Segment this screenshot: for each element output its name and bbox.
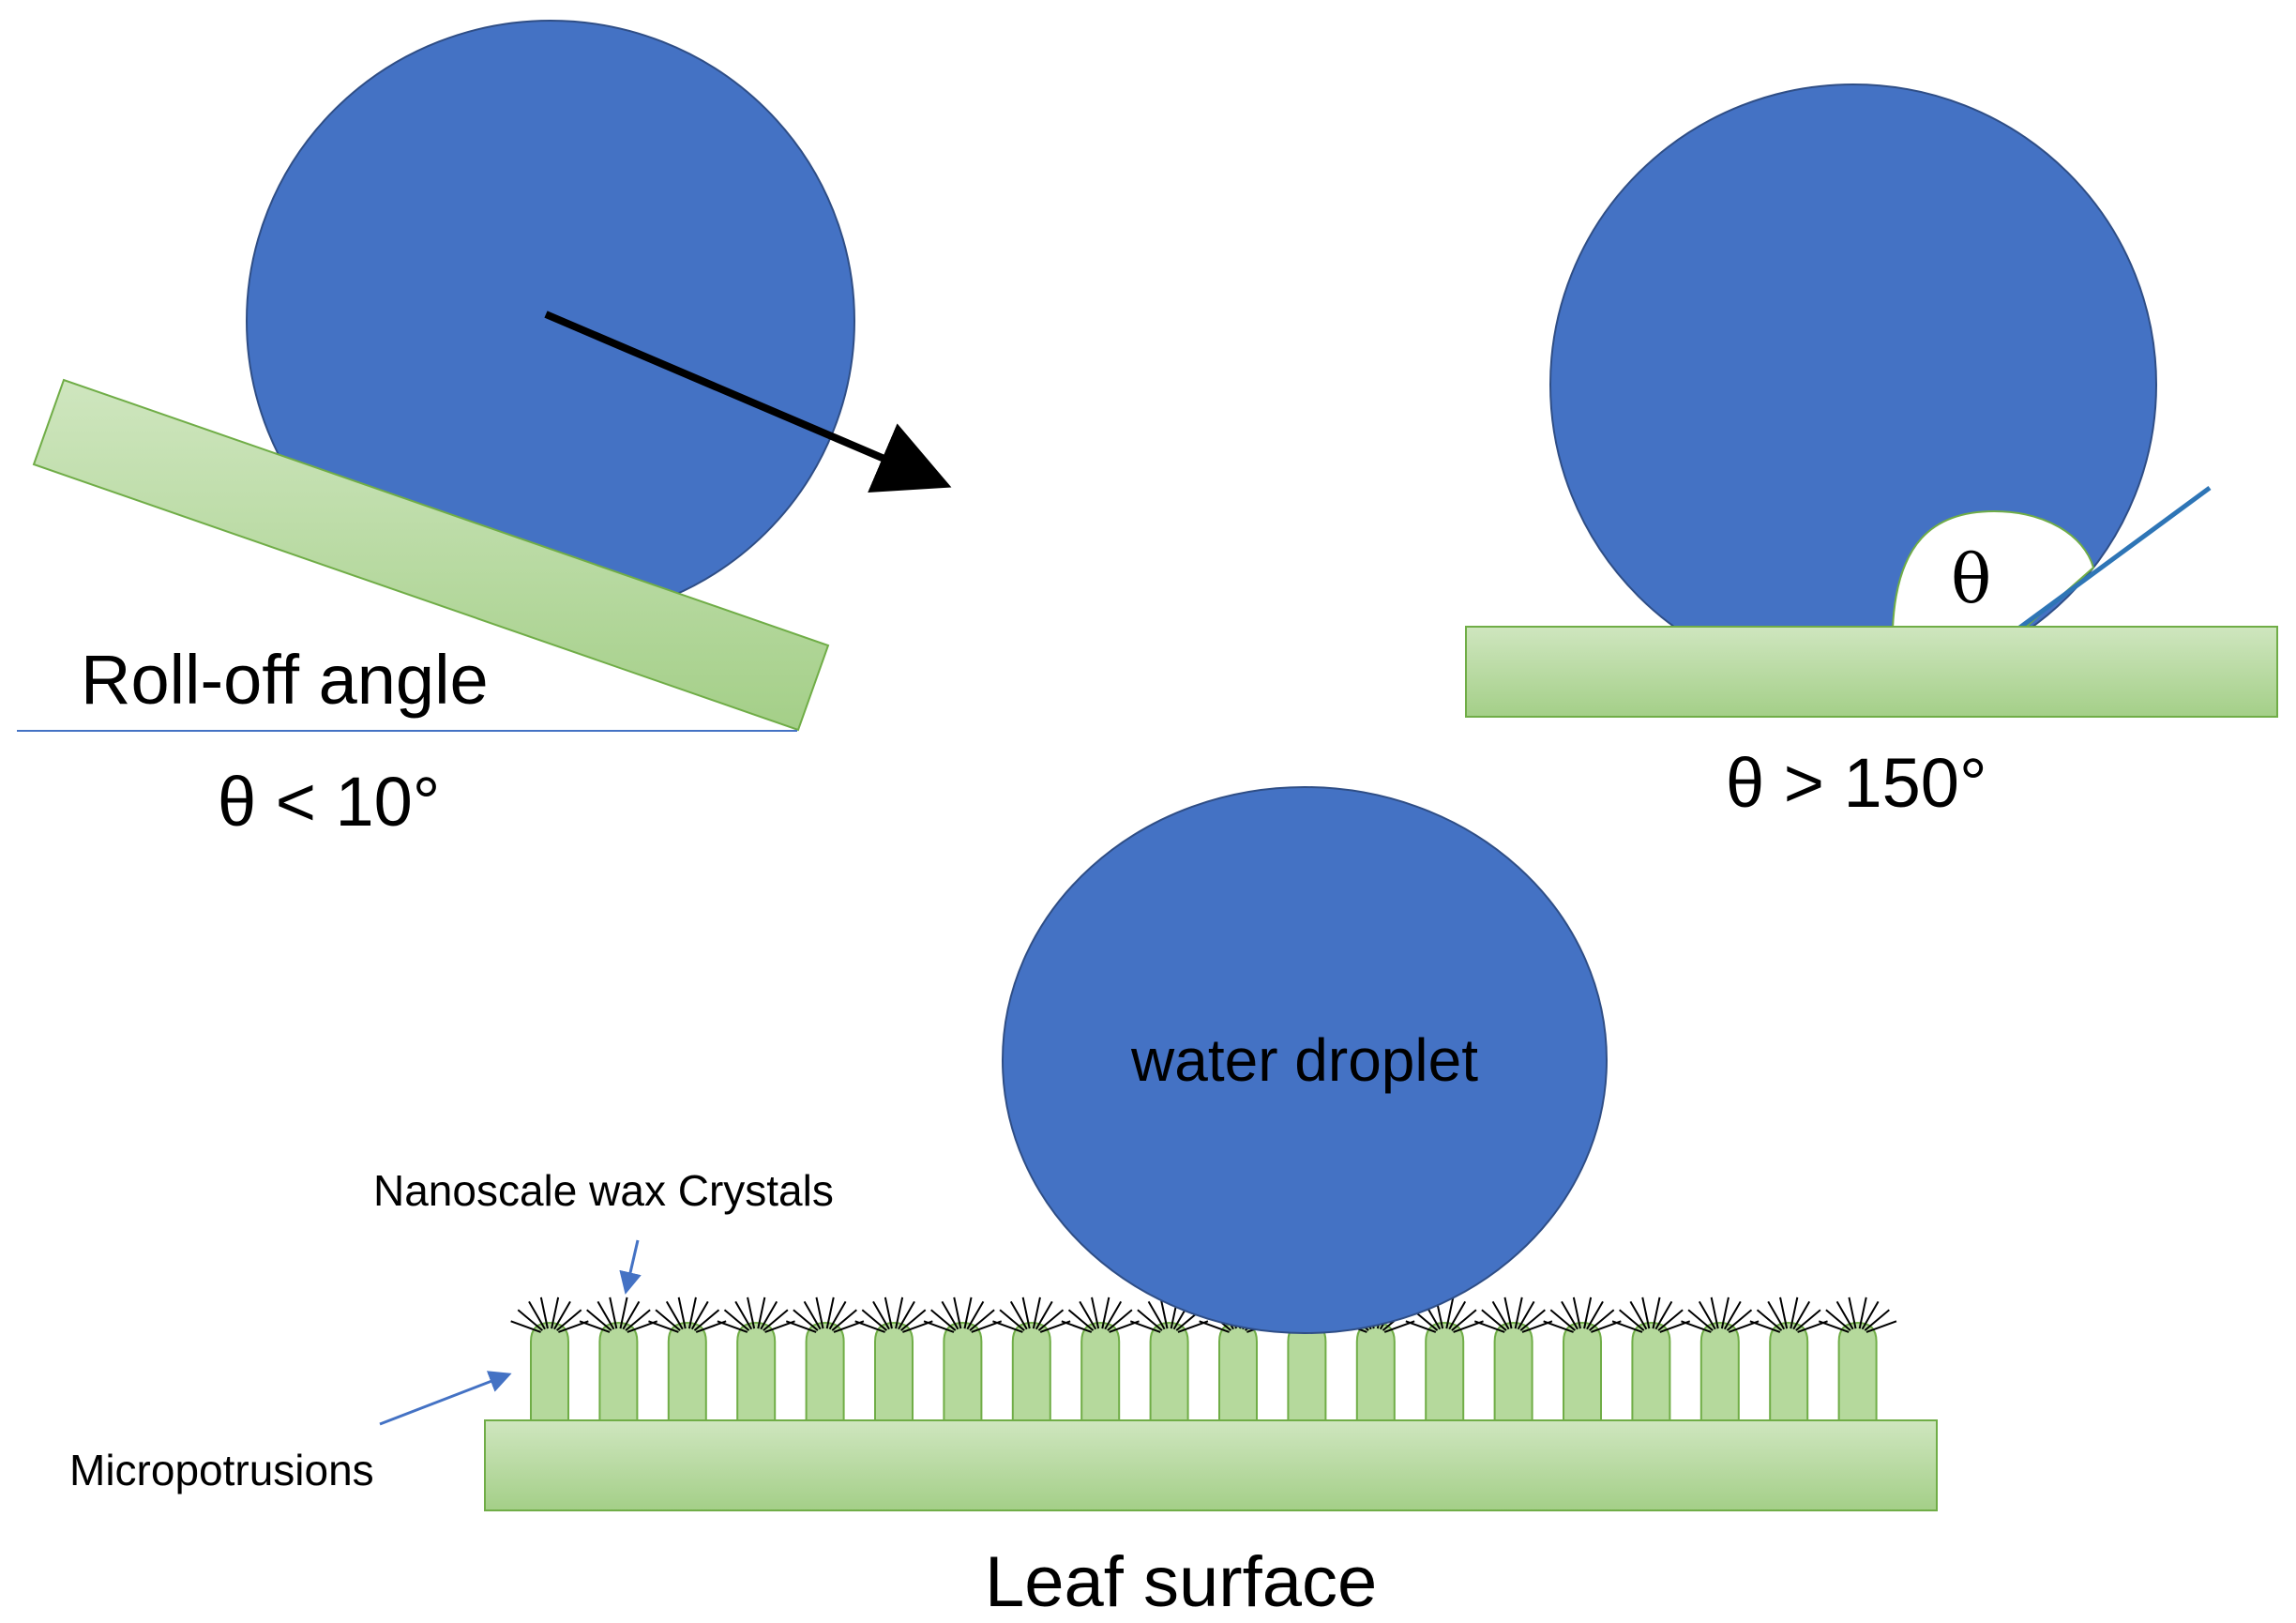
micro-protrusion — [1080, 1321, 1121, 1421]
micro-protrusion — [1493, 1321, 1533, 1421]
micro-protrusion — [943, 1321, 983, 1421]
micro-protrusion — [805, 1321, 845, 1421]
wax-crystal-hairs — [854, 1297, 933, 1333]
leaf-surface-label: Leaf surface — [985, 1542, 1377, 1622]
micro-label: Micropotrusions — [69, 1446, 374, 1494]
micro-protrusion — [1287, 1321, 1327, 1421]
wax-crystal-hairs — [1749, 1297, 1828, 1333]
micro-protrusion — [874, 1321, 914, 1421]
water-droplet — [1002, 786, 1608, 1334]
roll-off-panel: Roll-off angle θ < 10° — [17, 20, 952, 841]
contact-angle-arc — [1891, 509, 2095, 629]
wax-crystal-hairs — [992, 1297, 1071, 1333]
leaf-surface — [484, 1419, 1938, 1511]
tangent-line — [2017, 485, 2212, 631]
contact-angle-condition: θ > 150° — [1726, 744, 1987, 822]
nano-pointer-arrow-icon — [619, 1239, 642, 1295]
micro-protrusion — [1355, 1321, 1396, 1421]
micro-protrusion — [530, 1321, 569, 1421]
wax-crystal-hairs — [1611, 1297, 1691, 1333]
roll-off-label: Roll-off angle — [81, 641, 489, 719]
micro-protrusion — [1149, 1321, 1189, 1421]
micro-protrusion — [1563, 1321, 1602, 1421]
roll-arrow-icon — [544, 311, 952, 493]
micro-protrusion — [1011, 1321, 1051, 1421]
theta-symbol: θ — [1951, 539, 1991, 618]
roll-off-condition: θ < 10° — [218, 763, 440, 841]
micro-protrusion — [1425, 1321, 1465, 1421]
micro-protrusion — [1769, 1321, 1809, 1421]
micro-pointer-arrow-icon — [379, 1371, 512, 1426]
water-droplet-label: water droplet — [1130, 1026, 1478, 1094]
wax-crystal-hairs — [1405, 1297, 1484, 1333]
nano-wax-label: Nanoscale wax Crystals — [373, 1166, 834, 1215]
micro-protrusion — [598, 1321, 639, 1421]
micro-protrusion — [1218, 1321, 1258, 1421]
wax-crystal-hairs — [785, 1297, 865, 1333]
micro-protrusion — [736, 1321, 777, 1421]
micro-protrusion — [667, 1321, 707, 1421]
flat-surface — [1465, 626, 2278, 718]
wax-crystal-hairs — [1473, 1297, 1553, 1333]
wax-crystal-hairs — [1818, 1297, 1897, 1333]
tilted-surface — [32, 378, 830, 732]
leaf-panel: water droplet Nanoscale wax Crystals Mic… — [69, 786, 1938, 1622]
micro-protrusion — [1837, 1321, 1878, 1421]
wax-crystal-hairs — [648, 1297, 727, 1333]
contact-angle-panel: θ θ > 150° — [1465, 83, 2278, 822]
micro-protrusion — [1631, 1321, 1671, 1421]
micro-protrusion — [1699, 1321, 1740, 1421]
